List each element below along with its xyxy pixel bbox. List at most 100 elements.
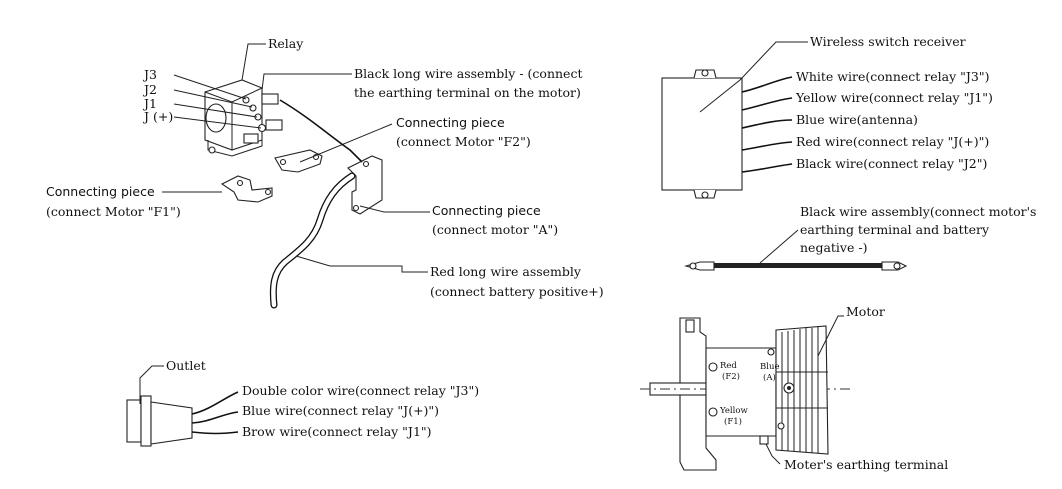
receiver-wire-black xyxy=(741,163,793,173)
leader-j1 xyxy=(173,103,258,118)
leader-connecting-piece-f2 xyxy=(299,123,393,163)
leader-connecting-piece-a xyxy=(359,205,430,213)
red-long-wire-label-line2: (connect battery positive+) xyxy=(430,284,604,299)
motor-fin-bands xyxy=(776,371,828,409)
receiver-box xyxy=(661,77,743,191)
f2-hole-a xyxy=(279,158,287,166)
receiver-wire-label-black: Black wire(connect relay "J2") xyxy=(796,156,987,171)
relay-title: Relay xyxy=(268,36,304,51)
black-long-wire xyxy=(279,99,363,163)
motor-earthing-terminal-label: Moter's earthing terminal xyxy=(784,457,948,472)
outlet-wire-double-color xyxy=(191,391,239,415)
a-hole-bottom xyxy=(352,204,360,212)
red-long-wire-label-line1: Red long wire assembly xyxy=(430,264,582,279)
relay-stud-top xyxy=(261,93,279,105)
leader-red-long-wire xyxy=(295,255,428,273)
leader-j3 xyxy=(173,74,247,100)
outlet-wire-blue xyxy=(191,411,239,424)
receiver-title: Wireless switch receiver xyxy=(810,34,966,49)
leader-outlet xyxy=(139,365,164,404)
relay-coil xyxy=(205,103,227,133)
black-long-wire-label-line2: the earthing terminal on the motor) xyxy=(354,85,581,100)
red-long-wire-outer xyxy=(269,172,356,309)
black-wire-assembly-line3: negative -) xyxy=(800,240,867,255)
motor-earthing-post xyxy=(759,435,769,445)
relay-body-edges xyxy=(204,87,263,150)
end-plate-slot xyxy=(685,319,695,333)
motor-fin-block xyxy=(775,325,829,455)
black-long-wire-label-line1: Black long wire assembly - (connect xyxy=(354,66,582,81)
leader-black-long-wire xyxy=(261,73,352,91)
f1-hole-b xyxy=(264,188,272,196)
black-wire-cable xyxy=(714,263,882,268)
leader-relay xyxy=(241,43,266,81)
motor-blue-code: (A) xyxy=(763,372,776,383)
receiver-wire-label-white: White wire(connect relay "J3") xyxy=(796,69,989,84)
relay-assembly xyxy=(162,43,430,309)
motor-yellow-code: (F1) xyxy=(724,416,742,427)
connecting-piece-f2-sub: (connect Motor "F2") xyxy=(396,134,531,149)
relay-stud-low xyxy=(243,133,259,144)
connecting-piece-f1-title: Connecting piece xyxy=(46,184,155,199)
motor-red-code: (F2) xyxy=(722,371,740,382)
relay-mount-hole xyxy=(208,146,216,154)
outlet-face xyxy=(126,399,142,443)
leader-j2 xyxy=(173,89,253,108)
motor-blue-label: Blue xyxy=(760,362,779,372)
terminal-label-j2: J2 xyxy=(142,82,157,97)
motor-assembly xyxy=(640,315,850,471)
outlet-body xyxy=(150,401,193,445)
outlet-title: Outlet xyxy=(166,358,206,373)
motor-red-label: Red xyxy=(720,361,737,371)
connecting-piece-f1-sub: (connect Motor "F1") xyxy=(46,204,181,219)
receiver-wire-red xyxy=(741,141,793,151)
outlet-wire-label-brow: Brow wire(connect relay "J1") xyxy=(242,424,432,439)
motor-yellow-label: Yellow xyxy=(719,406,748,416)
terminal-yellow-f1 xyxy=(708,407,718,417)
motor-bolt-top xyxy=(767,348,775,356)
ring-lug-right-hole xyxy=(893,262,901,270)
connecting-piece-f2-title: Connecting piece xyxy=(396,115,505,130)
black-wire-assembly-line1: Black wire assembly(connect motor's xyxy=(800,204,1036,219)
f1-hole-a xyxy=(236,179,244,187)
terminal-j2-post xyxy=(249,104,257,112)
motor-bolt-bottom xyxy=(777,422,785,430)
leader-motor xyxy=(817,315,844,357)
outlet-flange xyxy=(140,395,152,447)
terminal-label-j1: J1 xyxy=(142,96,157,111)
receiver-hole-top xyxy=(701,69,709,77)
relay-base xyxy=(207,140,263,157)
connecting-piece-f1 xyxy=(220,175,273,203)
a-hole-top xyxy=(362,160,370,168)
receiver-hole-bottom xyxy=(701,191,709,199)
connecting-piece-a-sub: (connect motor "A") xyxy=(432,222,558,237)
red-long-wire-inner xyxy=(271,173,355,308)
black-wire-assembly-line2: earthing terminal and battery xyxy=(800,222,990,237)
leader-black-wire-assembly xyxy=(759,229,799,264)
connecting-piece-f2 xyxy=(274,149,323,173)
receiver-wire-yellow xyxy=(741,97,793,111)
receiver-wire-white xyxy=(741,76,793,93)
relay-stud-mid xyxy=(265,119,283,131)
terminal-blue-a-core xyxy=(787,386,791,390)
leader-receiver xyxy=(699,41,808,113)
outlet-wire-label-blue: Blue wire(connect relay "J(+)") xyxy=(242,403,439,418)
receiver-wire-label-yellow: Yellow wire(connect relay "J1") xyxy=(795,90,993,105)
receiver-wire-label-blue: Blue wire(antenna) xyxy=(796,112,918,127)
black-wire-assembly xyxy=(683,229,908,271)
outlet-wire-label-double-color: Double color wire(connect relay "J3") xyxy=(242,383,479,398)
wireless-switch-receiver xyxy=(661,41,808,199)
outlet-wire-brow xyxy=(191,431,239,435)
terminal-red-f2 xyxy=(708,362,718,372)
outlet-assembly xyxy=(126,365,239,447)
receiver-wire-blue xyxy=(741,119,793,129)
motor-shaft xyxy=(649,382,707,396)
motor-title: Motor xyxy=(846,304,885,319)
leader-jplus xyxy=(173,116,262,129)
receiver-wire-label-red: Red wire(connect relay "J(+)") xyxy=(796,134,989,149)
connecting-piece-a xyxy=(347,155,383,215)
connecting-piece-a-title: Connecting piece xyxy=(432,203,541,218)
leader-earthing-terminal xyxy=(765,443,781,465)
